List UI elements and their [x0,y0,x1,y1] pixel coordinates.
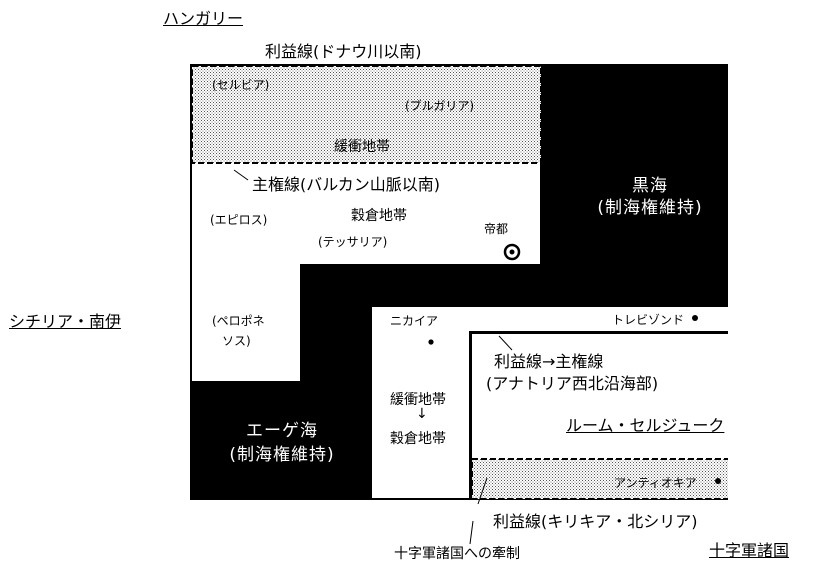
nicaea-dot [428,339,434,345]
balkan-main-leader [233,169,249,181]
trebizond-label: トレビゾンド [612,313,685,327]
aegean-sea-label: エーゲ海 [246,421,318,441]
cilicia-leader [477,477,488,505]
peloponnese-label-2: ソス) [222,334,251,348]
region-rum-seljuk: ルーム・セルジューク [566,416,725,435]
crusader-check-label: 十字軍諸国への牽制 [394,546,520,562]
capital-marker-center [509,249,515,255]
nicaea-buffer-label: 緩衝地帯 [390,392,446,408]
black-sea-note: (制海権維持) [597,198,703,218]
nicaea-granary-label: 穀倉地帯 [390,431,446,447]
frame-edge [728,300,733,500]
thessaly-label: (テッサリア) [318,235,388,249]
balkan-main-line-label: 主権線(バルカン山脈以南) [252,175,441,194]
region-crusader-states: 十字軍諸国 [709,541,790,560]
cilicia-zone [471,458,730,500]
nicaea-arrow: ↓ [416,406,428,422]
granary-label: 穀倉地帯 [351,208,407,224]
capital-label: 帝都 [484,222,509,236]
peloponnese-label-1: (ペロポネ [212,314,265,328]
anatolia-main-line [469,331,728,498]
crusader-leader [469,520,474,545]
aegean-sea-note: (制海権維持) [229,445,335,465]
black-sea-label: 黒海 [632,176,668,196]
serbia-label: (セルビア) [212,78,270,92]
nicaea-label: ニカイア [390,314,439,328]
region-hungary: ハンガリー [163,9,244,28]
anatolia-line-label-2: (アナトリア西北沿海部) [486,374,659,393]
cilicia-line-label: 利益線(キリキア・北シリア) [493,512,698,531]
region-sicily: シチリア・南伊 [9,312,122,331]
anatolia-leader [498,335,513,351]
danube-line-label: 利益線(ドナウ川以南) [265,42,422,61]
danube-buffer-zone [191,65,542,164]
anatolia-land [372,307,728,498]
trebizond-dot [692,315,698,321]
anatolia-inland [472,334,728,498]
antioch-dot [715,478,721,484]
buffer-zone-label: 緩衝地帯 [334,139,390,155]
bulgaria-label: (ブルガリア) [405,99,475,113]
antioch-label: アンティオキア [614,476,697,490]
epirus-label: (エピロス) [210,213,268,227]
anatolia-line-label-1: 利益線→主権線 [494,352,604,371]
